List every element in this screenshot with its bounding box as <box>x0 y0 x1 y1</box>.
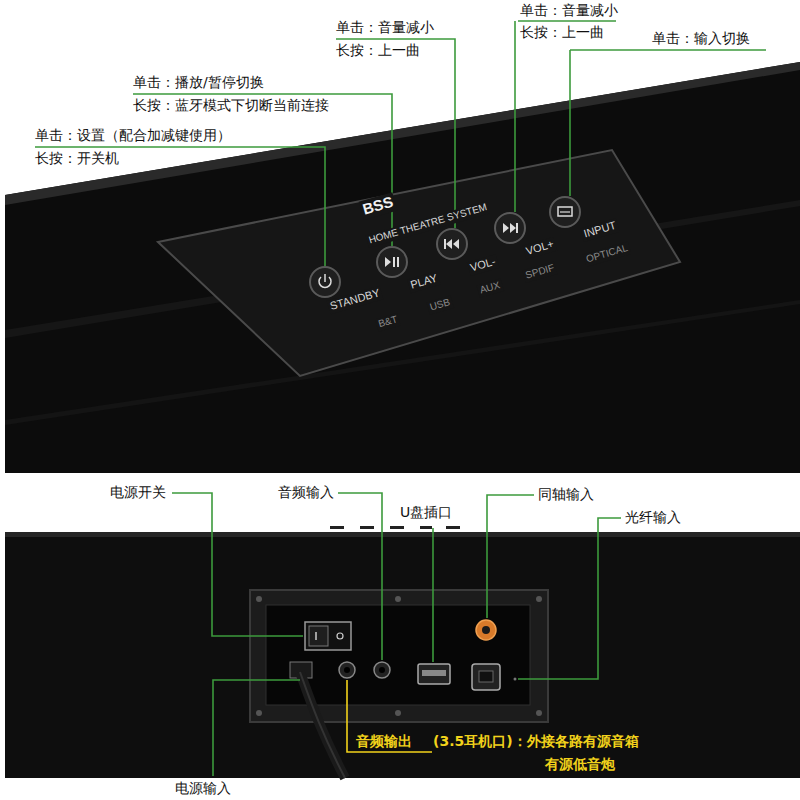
rear-plate <box>250 590 548 722</box>
callout-text: 长按：开关机 <box>35 150 119 168</box>
callout-text: 单击：设置（配合加减键使用） <box>35 127 231 145</box>
mode-label: AUX <box>476 279 503 298</box>
port-label: 电源开关 <box>110 484 166 502</box>
port-label: 光纤输入 <box>625 509 681 527</box>
speaker-back <box>5 532 800 778</box>
power-cable <box>300 672 345 778</box>
speaker-top <box>5 62 800 473</box>
speaker-edge <box>5 532 800 537</box>
screws <box>256 596 542 716</box>
button-label: STANDBY <box>327 286 384 314</box>
mode-label: B&T <box>375 313 401 331</box>
port-note: (3.5耳机口)：外接各路有源音箱 <box>433 733 639 751</box>
port-label: U盘插口 <box>400 504 452 522</box>
speaker-edge <box>5 62 800 205</box>
port-label: 同轴输入 <box>538 486 594 504</box>
mode-label: OPTICAL <box>583 242 631 267</box>
port-label: 音频输出 <box>356 733 412 751</box>
callout-text: 长按：上一曲 <box>520 24 604 42</box>
leader-lines <box>35 21 766 266</box>
mode-label: USB <box>426 296 453 315</box>
callout-text: 长按：上一曲 <box>336 42 420 60</box>
port-label: 电源输入 <box>175 780 231 798</box>
callout-text: 单击：播放/暂停切换 <box>133 74 264 92</box>
power-cable-highlight <box>300 672 345 778</box>
callout-text: 单击：音量减小 <box>520 2 618 20</box>
button-label: VOL+ <box>523 237 558 259</box>
ports <box>290 620 517 690</box>
button-label: INPUT <box>580 218 619 241</box>
button-label: VOL- <box>467 254 499 275</box>
port-label: 音频输入 <box>278 484 334 502</box>
port-note: 有源低音炮 <box>545 756 615 774</box>
mode-label: SPDIF <box>522 261 558 282</box>
buttons <box>310 197 580 297</box>
control-plate <box>158 150 680 376</box>
callout-text: 单击：音量减小 <box>336 19 434 37</box>
speaker-top-edge <box>330 526 460 529</box>
button-label: PLAY <box>407 271 441 293</box>
output-leader <box>347 680 432 752</box>
callout-text: 长按：蓝牙模式下切断当前连接 <box>133 97 329 115</box>
brand-logo: BSS <box>359 192 398 220</box>
callout-text: 单击：输入切换 <box>652 30 750 48</box>
